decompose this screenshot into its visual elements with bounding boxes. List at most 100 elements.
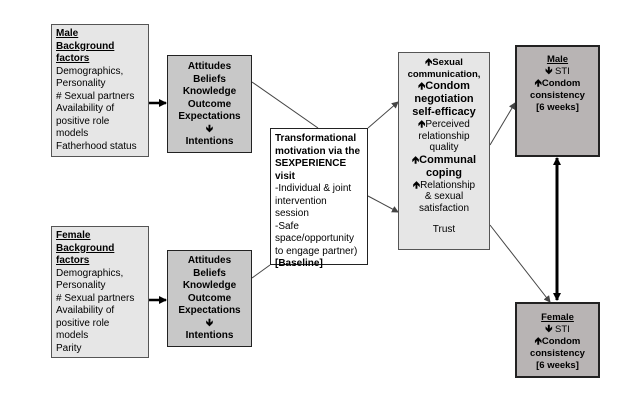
female-background-item: Demographics,	[56, 267, 124, 279]
male-condom-line2: consistency	[530, 90, 585, 101]
male-background-item: Availability of	[56, 103, 115, 114]
perceived-quality-line3: quality	[429, 142, 459, 153]
female-attitudes-line: Expectations	[178, 305, 241, 316]
male-attitudes-line: Attitudes	[187, 61, 232, 72]
male-attitudes-line: Beliefs	[193, 73, 226, 85]
intervention-title-line: motivation via the	[275, 145, 361, 157]
intervention-item: to engage partner)	[275, 245, 358, 257]
female-background-factors-box: Female Background factors Demographics, …	[51, 226, 149, 358]
female-background-item: # Sexual partners	[56, 292, 135, 304]
male-background-title-line3: factors	[56, 53, 90, 64]
male-sti-line: 🡻 STI	[517, 66, 598, 78]
male-condom-text1: Condom	[541, 78, 581, 89]
perceived-quality-line1: 🡹Perceived	[399, 119, 489, 131]
perceived-quality-line2: relationship	[418, 130, 470, 142]
intervention-item: -Safe	[275, 220, 299, 232]
relationship-satisfaction-line1: 🡹Relationship	[399, 180, 489, 192]
male-attitudes-box: Attitudes Beliefs Knowledge Outcome Expe…	[167, 55, 252, 153]
condom-negotiation-text1: Condom	[425, 80, 470, 92]
mediators-box: 🡹Sexual communication, 🡹Condom negotiati…	[398, 52, 490, 250]
female-outcome-box: Female 🡻 STI 🡹Condom consistency [6 week…	[515, 302, 600, 378]
male-attitudes-line: Knowledge	[182, 86, 237, 97]
sexual-communication-line2: communication,	[407, 68, 481, 80]
female-background-item: Personality	[56, 280, 106, 291]
relationship-satisfaction-text1: Relationship	[420, 179, 476, 191]
sexual-communication-line1: 🡹Sexual	[399, 57, 489, 69]
intervention-title-line: Transformational	[275, 133, 357, 144]
intervention-title-line: SEXPERIENCE	[275, 158, 347, 169]
male-background-factors-box: Male Background factors Demographics, Pe…	[51, 24, 149, 157]
female-background-title-line2: Background	[56, 242, 115, 254]
female-background-item: models	[56, 330, 89, 341]
male-background-item: Demographics,	[56, 65, 124, 77]
relationship-satisfaction-line3: satisfaction	[418, 202, 470, 214]
intervention-title-line: visit	[275, 170, 296, 182]
condom-negotiation-line1: 🡹Condom	[399, 80, 489, 93]
female-background-item: Parity	[56, 342, 82, 354]
line-male-attitudes-to-intervention	[251, 81, 319, 129]
male-condom-line1: 🡹Condom	[517, 78, 598, 90]
communal-coping-text1: Communal	[419, 153, 477, 166]
intervention-item: session	[275, 208, 309, 219]
relationship-satisfaction-line2: & sexual	[424, 191, 464, 202]
male-intentions-label: Intentions	[185, 136, 234, 147]
male-background-title-line2: Background	[56, 40, 115, 52]
female-attitudes-line: Knowledge	[182, 280, 237, 291]
female-attitudes-line: Beliefs	[193, 267, 226, 279]
female-background-item: Availability of	[56, 305, 115, 316]
arrow-up-icon: 🡹	[534, 78, 542, 89]
arrow-up-icon: 🡹	[418, 119, 426, 130]
communal-coping-line1: 🡹Communal	[399, 154, 489, 167]
male-attitudes-line: Expectations	[178, 111, 241, 122]
female-condom-text1: Condom	[541, 336, 581, 347]
line-female-attitudes-to-intervention	[251, 264, 271, 279]
arrow-down-icon: 🡻	[545, 324, 553, 335]
arrow-intervention-to-mediators-top	[367, 101, 399, 129]
female-weeks-label: [6 weeks]	[536, 360, 579, 371]
female-attitudes-line: Outcome	[187, 292, 232, 304]
arrow-up-icon: 🡹	[418, 81, 426, 92]
sexual-communication-text1: Sexual	[432, 57, 463, 68]
trust-label: Trust	[432, 224, 456, 235]
female-intentions-label: Intentions	[185, 330, 234, 341]
female-sti-text: STI	[555, 324, 570, 335]
female-outcome-title: Female	[541, 312, 574, 323]
arrow-up-icon: 🡹	[534, 336, 542, 347]
intervention-baseline: [Baseline]	[275, 258, 323, 269]
female-background-title-line1: Female	[56, 230, 91, 241]
intervention-item: intervention	[275, 195, 327, 207]
male-background-item: Personality	[56, 78, 106, 89]
male-weeks-label: [6 weeks]	[536, 102, 579, 113]
female-condom-line1: 🡹Condom	[517, 336, 598, 348]
arrow-mediators-to-female-outcome	[489, 224, 551, 303]
female-background-item: positive role	[56, 317, 110, 329]
arrow-mediators-to-male-outcome	[489, 102, 516, 146]
condom-negotiation-line3: self-efficacy	[412, 106, 476, 118]
female-attitudes-line: Attitudes	[187, 255, 232, 266]
arrow-intervention-to-mediators-bottom	[367, 195, 399, 213]
male-outcome-box: Male 🡻 STI 🡹Condom consistency [6 weeks]	[515, 45, 600, 157]
perceived-quality-text1: Perceived	[425, 119, 470, 130]
arrow-down-icon: 🡻	[545, 66, 553, 77]
female-attitudes-box: Attitudes Beliefs Knowledge Outcome Expe…	[167, 250, 252, 347]
male-sti-text: STI	[555, 66, 570, 77]
arrow-up-icon: 🡹	[411, 154, 420, 166]
female-background-title-line3: factors	[56, 255, 90, 266]
male-background-item: positive role	[56, 115, 110, 127]
male-background-item: models	[56, 128, 89, 139]
intervention-box: Transformational motivation via the SEXP…	[270, 128, 368, 269]
arrow-down-icon: 🡻	[205, 123, 214, 135]
arrow-up-icon: 🡹	[425, 57, 433, 68]
arrow-down-icon: 🡻	[205, 317, 214, 329]
female-condom-line2: consistency	[530, 348, 585, 359]
arrow-up-icon: 🡹	[412, 179, 421, 191]
male-outcome-title: Male	[546, 54, 569, 65]
male-attitudes-line: Outcome	[187, 98, 232, 110]
female-sti-line: 🡻 STI	[517, 324, 598, 336]
male-background-title-line1: Male	[56, 28, 79, 39]
intervention-item: space/opportunity	[275, 233, 354, 244]
communal-coping-line2: coping	[425, 166, 463, 179]
condom-negotiation-line2: negotiation	[414, 93, 474, 105]
male-background-item: # Sexual partners	[56, 90, 135, 102]
